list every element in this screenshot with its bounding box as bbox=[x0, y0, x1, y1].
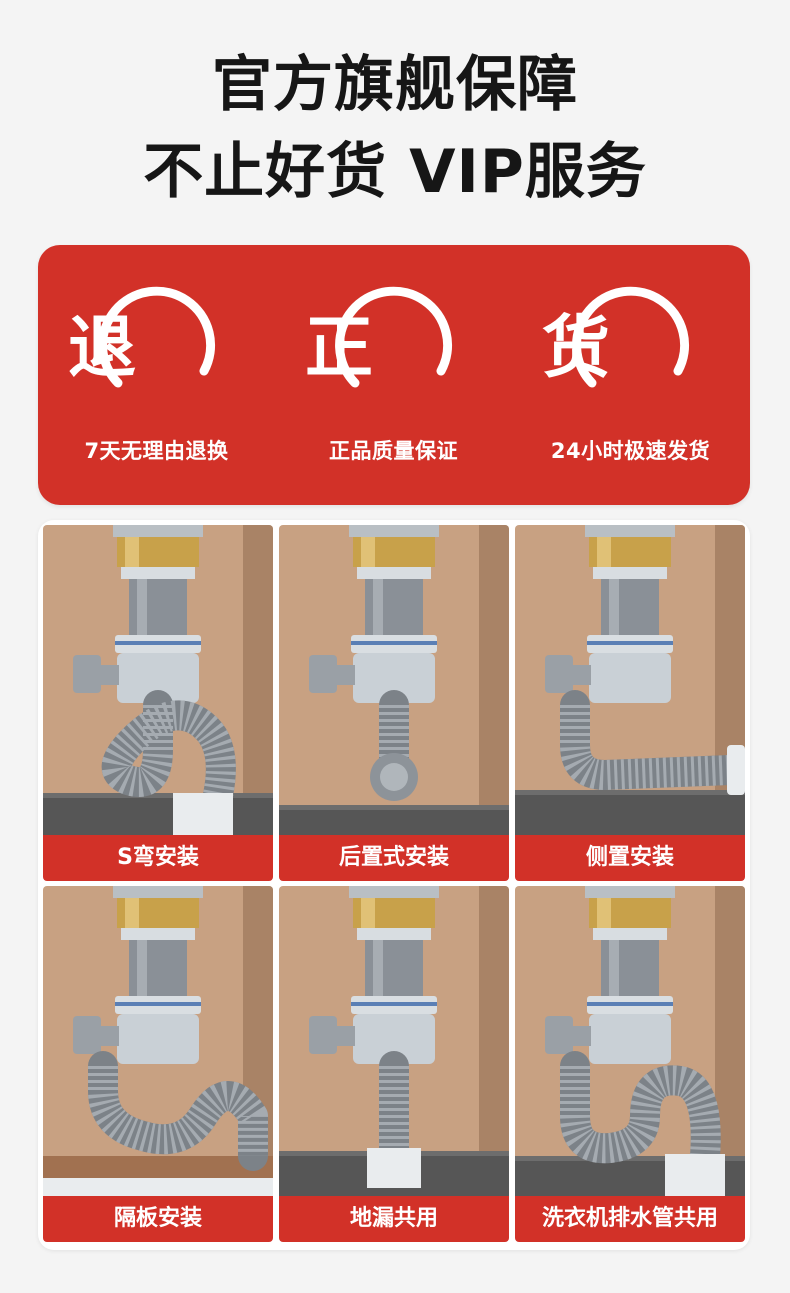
fast-shipping-label: 24小时极速发货 bbox=[550, 439, 711, 463]
install-illustration-washer bbox=[515, 886, 745, 1196]
shipping-seal-char: 货 bbox=[541, 309, 610, 388]
install-tile-side: 侧置安装 bbox=[515, 525, 745, 881]
headline-line-2: 不止好货 VIP服务 bbox=[143, 137, 647, 207]
authentic-guarantee-label: 正品质量保证 bbox=[329, 439, 458, 463]
install-tile-shelf: 隔板安装 bbox=[43, 886, 273, 1242]
install-label-side: 侧置安装 bbox=[515, 835, 745, 881]
headline-line-1: 官方旗舰保障 bbox=[212, 50, 578, 120]
return-policy-label: 7天无理由退换 bbox=[84, 439, 229, 463]
install-label-s-bend: S弯安装 bbox=[43, 835, 273, 881]
install-tile-washer: 洗衣机排水管共用 bbox=[515, 886, 745, 1242]
return-seal-char: 退 bbox=[67, 309, 136, 388]
service-authentic-guarantee: 正 正品质量保证 bbox=[275, 285, 512, 485]
install-illustration-rear bbox=[279, 525, 509, 835]
authentic-seal-icon bbox=[335, 286, 453, 388]
service-return-policy: 退 7天无理由退换 bbox=[38, 285, 275, 485]
install-label-shelf: 隔板安装 bbox=[43, 1196, 273, 1242]
install-tile-rear: 后置式安装 bbox=[279, 525, 509, 881]
install-label-washer: 洗衣机排水管共用 bbox=[515, 1196, 745, 1242]
service-guarantee-panel: 退 7天无理由退换 正 正品质量保证 货 24小时极速发货 bbox=[38, 245, 750, 505]
install-illustration-shelf bbox=[43, 886, 273, 1196]
install-illustration-side bbox=[515, 525, 745, 835]
install-illustration-s-bend bbox=[43, 525, 273, 835]
install-tile-floor-drain: 地漏共用 bbox=[279, 886, 509, 1242]
return-seal-icon bbox=[98, 286, 216, 388]
shipping-seal-icon bbox=[572, 286, 690, 388]
authentic-seal-char: 正 bbox=[304, 309, 373, 388]
install-label-rear: 后置式安装 bbox=[279, 835, 509, 881]
install-tile-s-bend: S弯安装 bbox=[43, 525, 273, 881]
install-illustration-floor-drain bbox=[279, 886, 509, 1196]
install-label-floor-drain: 地漏共用 bbox=[279, 1196, 509, 1242]
service-fast-shipping: 货 24小时极速发货 bbox=[512, 285, 749, 485]
